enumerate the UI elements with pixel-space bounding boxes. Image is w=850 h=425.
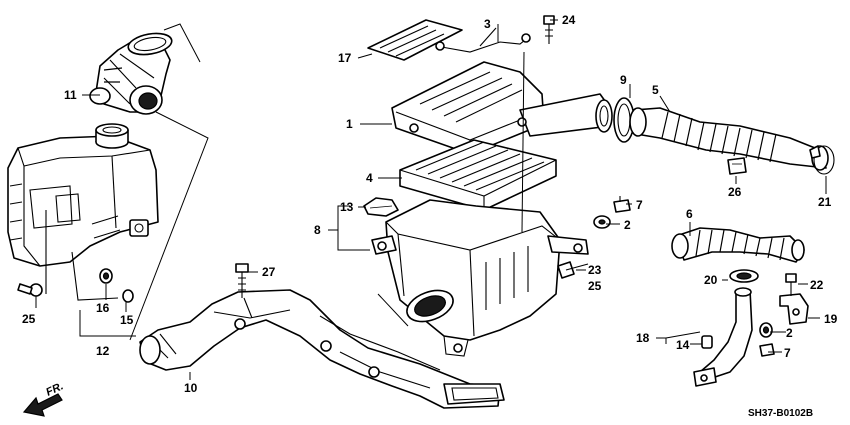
- seal-pad: [363, 197, 399, 217]
- callout-19: 19: [824, 312, 838, 326]
- callout-8: 8: [314, 223, 321, 237]
- callout-4: 4: [366, 171, 373, 185]
- callout-22: 22: [810, 278, 824, 292]
- air-cleaner-cover: [391, 61, 613, 155]
- bolt-23: [557, 261, 589, 279]
- callout-7-upper: 7: [636, 198, 643, 212]
- callout-27: 27: [262, 265, 276, 279]
- intake-tube: [629, 107, 829, 171]
- diagram-code: SH37-B0102B: [748, 408, 813, 419]
- callout-25-right: 25: [588, 279, 602, 293]
- air-filter-element: [399, 139, 557, 211]
- front-direction-arrow: FR.: [22, 380, 65, 417]
- grommet: [729, 269, 759, 283]
- air-cleaner-housing: [371, 199, 589, 357]
- resonator-chamber: [7, 123, 159, 267]
- callout-21: 21: [818, 195, 832, 209]
- callout-1: 1: [346, 117, 353, 131]
- callout-20: 20: [704, 273, 718, 287]
- lower-intake-duct: [139, 289, 505, 409]
- callout-7-lower: 7: [784, 346, 791, 360]
- tube-clip: [727, 157, 747, 175]
- callout-14: 14: [676, 338, 690, 352]
- callout-13: 13: [340, 200, 354, 214]
- callout-26: 26: [728, 185, 742, 199]
- screw-22: [785, 273, 797, 296]
- resonator-bracket: [17, 210, 134, 303]
- filter-screen: [367, 19, 463, 61]
- small-grommet: [701, 335, 713, 349]
- callout-18: 18: [636, 331, 650, 345]
- breather-pipe: [693, 287, 753, 387]
- harness-clip: [435, 27, 531, 53]
- screw-7-lower: [759, 343, 775, 357]
- washer-2-upper: [593, 215, 611, 229]
- callout-2-upper: 2: [624, 218, 631, 232]
- washer-2-lower: [759, 322, 773, 338]
- screw-7-upper: [613, 196, 631, 213]
- callout-labels: 1 2 2 3 4 5 6 7 7 8 9 10 11 12 13 14 15 …: [22, 13, 838, 395]
- callout-15: 15: [120, 313, 134, 327]
- callout-17: 17: [338, 51, 352, 65]
- breather-hose: [671, 227, 805, 263]
- callout-5: 5: [652, 83, 659, 97]
- callout-2-lower: 2: [786, 326, 793, 340]
- callout-16: 16: [96, 301, 110, 315]
- callout-9: 9: [620, 73, 627, 87]
- callout-10: 10: [184, 381, 198, 395]
- callout-25-left: 25: [22, 312, 36, 326]
- callout-12: 12: [96, 344, 110, 358]
- intake-elbow-duct: [89, 32, 173, 115]
- front-direction-label: FR.: [44, 380, 65, 398]
- pipe-bracket: [779, 293, 809, 325]
- callout-leaders: [35, 19, 827, 380]
- callout-23: 23: [588, 263, 602, 277]
- callout-6: 6: [686, 207, 693, 221]
- hose-clamp: [809, 145, 835, 175]
- callout-3: 3: [484, 17, 491, 31]
- bolt-27: [235, 263, 249, 298]
- callout-11: 11: [64, 88, 77, 102]
- callout-24: 24: [562, 13, 576, 27]
